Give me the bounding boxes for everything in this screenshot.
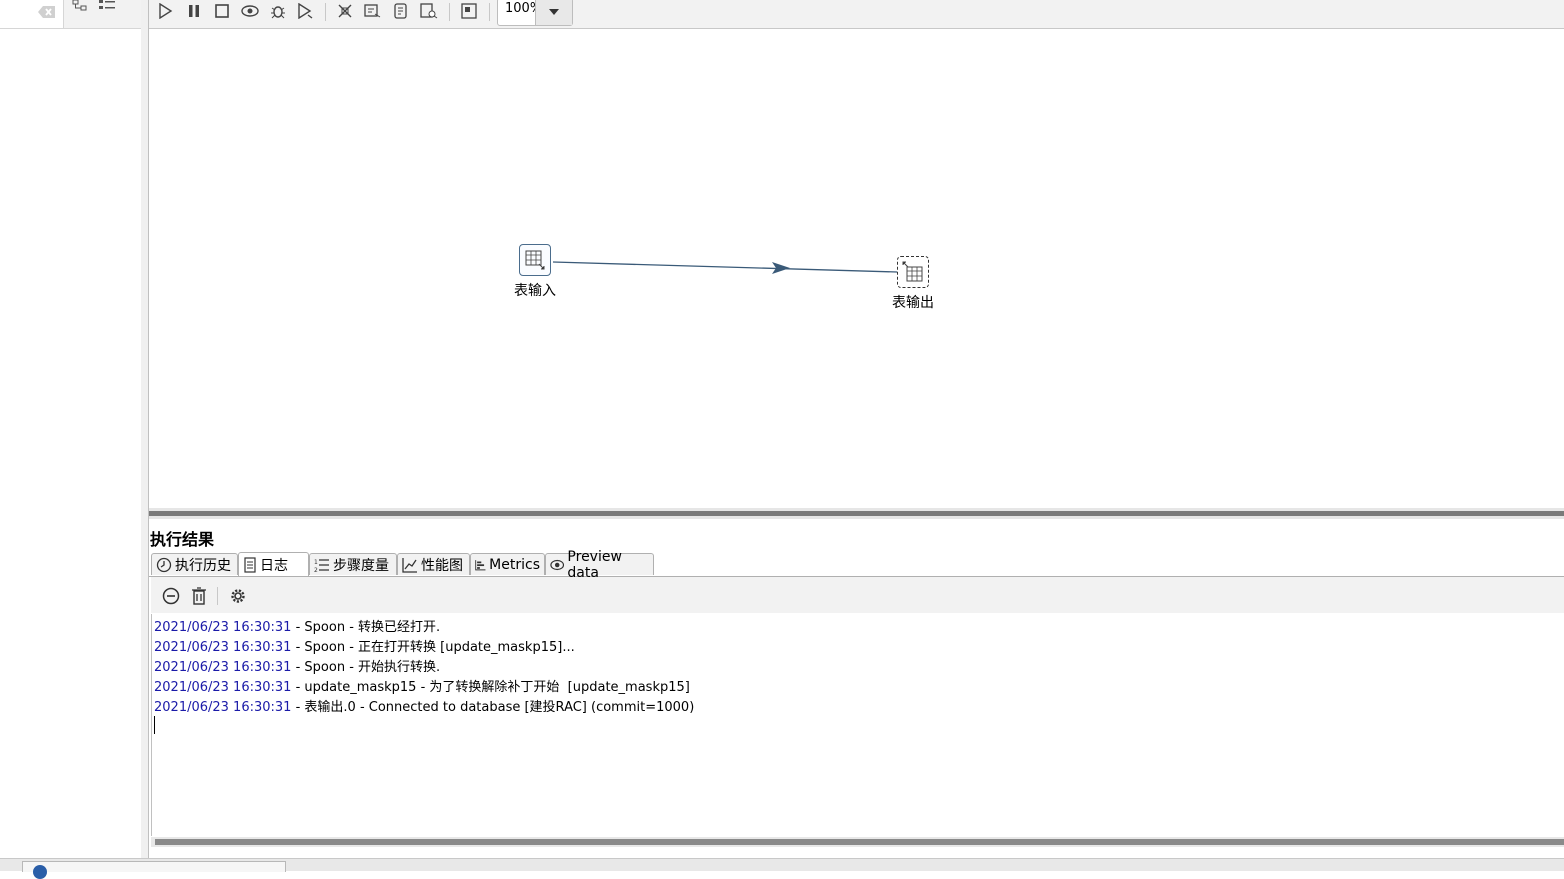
text-caret: [154, 716, 155, 734]
svg-text:1: 1: [314, 559, 318, 566]
left-panel: [0, 0, 142, 858]
log-timestamp: 2021/06/23 16:30:31: [154, 700, 292, 715]
svg-text:2: 2: [314, 567, 318, 573]
performance-chart-icon: [402, 557, 417, 573]
transformation-toolbar: 100%: [149, 0, 1564, 29]
log-message: - Spoon - 正在打开转换 [update_maskp15]...: [291, 640, 575, 655]
clear-search-icon[interactable]: [38, 5, 56, 23]
step-table-output[interactable]: 表输出: [873, 256, 953, 312]
log-message: - Spoon - 转换已经打开.: [291, 620, 441, 635]
log-timestamp: 2021/06/23 16:30:31: [154, 680, 292, 695]
replay-icon[interactable]: [294, 0, 316, 22]
log-text-area[interactable]: 2021/06/23 16:30:31 - Spoon - 转换已经打开. 20…: [151, 614, 1564, 836]
tab-history[interactable]: 执行历史: [151, 553, 238, 575]
trash-icon[interactable]: [188, 585, 210, 607]
scrollbar-thumb[interactable]: [155, 839, 1564, 845]
hop-layer: [552, 261, 898, 274]
tab-label: Metrics: [489, 556, 540, 573]
toolbar-separator: [217, 587, 218, 605]
log-line: 2021/06/23 16:30:31 - update_maskp15 - 为…: [154, 676, 690, 695]
step-label: 表输出: [892, 295, 934, 311]
search-field[interactable]: [0, 0, 64, 28]
toolbar-separator: [489, 3, 490, 21]
tab-label: 执行历史: [175, 557, 231, 574]
results-title: 执行结果: [150, 530, 215, 549]
table-output-icon: [897, 256, 929, 288]
status-bar: [0, 858, 1564, 879]
verify-icon[interactable]: [334, 0, 356, 22]
impact-icon[interactable]: [362, 0, 384, 22]
tab-performance-chart[interactable]: 性能图: [397, 553, 470, 575]
chevron-down-icon[interactable]: [535, 0, 572, 25]
history-icon: [156, 557, 172, 572]
log-line: 2021/06/23 16:30:31 - Spoon - 正在打开转换 [up…: [154, 636, 575, 655]
zoom-value: 100%: [505, 1, 543, 16]
clear-log-icon[interactable]: [160, 585, 182, 607]
step-metrics-icon: 12: [314, 559, 329, 573]
expand-tree-icon[interactable]: [72, 0, 88, 16]
log-line: 2021/06/23 16:30:31 - Spoon - 转换已经打开.: [154, 616, 440, 635]
log-message: - Spoon - 开始执行转换.: [291, 660, 441, 675]
table-input-icon: [519, 244, 551, 276]
toolbar-separator: [449, 3, 450, 21]
log-message: - update_maskp15 - 为了转换解除补丁开始 [update_ma…: [291, 680, 690, 695]
show-results-icon[interactable]: [458, 0, 480, 22]
metrics-icon: [475, 559, 486, 570]
tab-preview-data[interactable]: Preview data: [545, 549, 654, 581]
tab-metrics[interactable]: Metrics: [470, 553, 545, 575]
log-timestamp: 2021/06/23 16:30:31: [154, 620, 292, 635]
tab-label: 日志: [260, 557, 288, 574]
preview-icon[interactable]: [239, 0, 261, 22]
debug-icon[interactable]: [267, 0, 289, 22]
log-icon: [244, 556, 256, 573]
left-panel-toolbar: [0, 0, 141, 29]
step-table-input[interactable]: 表输入: [495, 244, 575, 300]
vertical-splitter[interactable]: [141, 0, 149, 858]
toolbar-separator: [325, 3, 326, 21]
log-horizontal-scrollbar[interactable]: [151, 837, 1564, 847]
tab-label: Preview data: [567, 548, 622, 581]
tab-label: 性能图: [421, 557, 463, 574]
log-timestamp: 2021/06/23 16:30:31: [154, 660, 292, 675]
log-timestamp: 2021/06/23 16:30:31: [154, 640, 292, 655]
pause-icon[interactable]: [183, 0, 205, 22]
tab-label: 步骤度量: [333, 557, 389, 574]
hop-arrow-icon: [772, 262, 790, 274]
status-tab[interactable]: [22, 861, 286, 879]
sql-icon[interactable]: [390, 0, 412, 22]
horizontal-splitter[interactable]: [149, 508, 1564, 519]
log-line: 2021/06/23 16:30:31 - 表输出.0 - Connected …: [154, 696, 694, 715]
log-settings-gear-icon[interactable]: [227, 585, 249, 607]
stop-icon[interactable]: [211, 0, 233, 22]
explore-db-icon[interactable]: [418, 0, 440, 22]
collapse-tree-icon[interactable]: [99, 0, 117, 16]
log-line: 2021/06/23 16:30:31 - Spoon - 开始执行转换.: [154, 656, 440, 675]
tab-log[interactable]: 日志: [238, 552, 309, 576]
step-label: 表输入: [514, 283, 556, 299]
run-icon[interactable]: [154, 0, 176, 22]
hop-line[interactable]: [552, 261, 898, 273]
log-toolbar: [151, 577, 1564, 613]
status-indicator-icon: [33, 865, 47, 879]
splitter-handle[interactable]: [149, 511, 1564, 516]
log-message: - 表输出.0 - Connected to database [建投RAC] …: [291, 700, 695, 715]
zoom-select[interactable]: 100%: [497, 0, 573, 26]
transformation-canvas[interactable]: 表输入 表输出: [149, 29, 1564, 508]
preview-data-icon: [550, 559, 565, 570]
